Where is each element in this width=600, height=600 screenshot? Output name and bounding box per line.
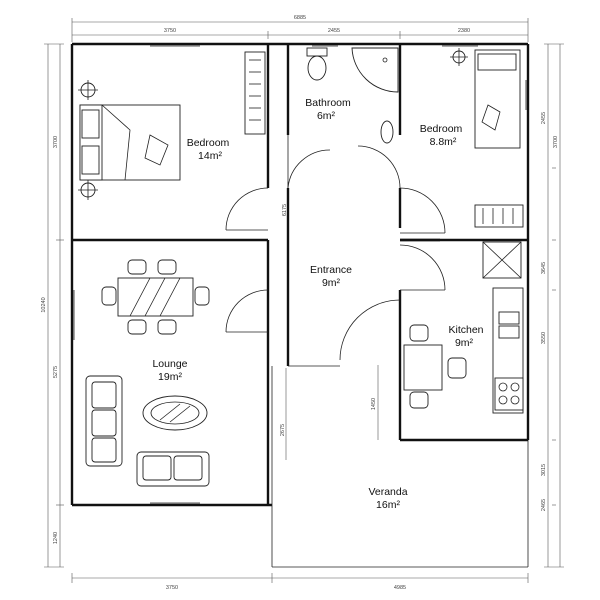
room-bedroom-main-name: Bedroom — [187, 137, 230, 149]
dim-top-mid: 2455 — [328, 28, 340, 34]
dining-table — [101, 259, 210, 335]
room-bedroom-small-area: 8.8m² — [430, 136, 457, 148]
dim-kitchen-step: 1450 — [371, 398, 377, 410]
room-kitchen-area: 9m² — [455, 337, 474, 349]
dim-right-c: 3645 — [541, 262, 547, 274]
room-entrance-area: 9m² — [322, 277, 341, 289]
toilet-icon — [306, 47, 328, 81]
room-bedroom-main-area: 14m² — [198, 150, 222, 162]
wardrobe — [244, 51, 266, 135]
dim-right-e: 3015 — [541, 464, 547, 476]
fridge-icon — [482, 241, 522, 279]
dimension-labels: 6885 3750 2455 2380 3750 4985 10240 3700… — [41, 15, 559, 591]
dim-left-upper: 3700 — [53, 136, 59, 148]
nightstand-icon — [78, 80, 98, 200]
dim-top-right: 2380 — [458, 28, 470, 34]
room-entrance-name: Entrance — [310, 264, 352, 276]
room-lounge-area: 19m² — [158, 371, 182, 383]
dim-top-total: 6885 — [294, 15, 306, 21]
dim-top-left: 3750 — [164, 28, 176, 34]
room-lounge-name: Lounge — [152, 358, 187, 370]
dimension-lines — [44, 18, 564, 583]
room-kitchen-name: Kitchen — [448, 324, 483, 336]
dim-right-b: 3700 — [553, 136, 559, 148]
wardrobe — [474, 204, 524, 228]
dim-entrance-height: 6175 — [282, 204, 288, 216]
sink-icon — [380, 120, 394, 144]
dim-right-f: 2465 — [541, 499, 547, 511]
dim-right-d: 3550 — [541, 332, 547, 344]
walls — [70, 42, 530, 568]
room-labels: Bedroom 14m² Bathroom 6m² Bedroom 8.8m² … — [152, 97, 483, 511]
dim-left-lower: 5275 — [53, 366, 59, 378]
room-veranda-name: Veranda — [368, 486, 407, 498]
room-veranda-area: 16m² — [376, 499, 400, 511]
room-bathroom-area: 6m² — [317, 110, 336, 122]
room-bathroom-name: Bathroom — [305, 97, 351, 109]
bed-small — [474, 49, 521, 149]
room-bedroom-small-name: Bedroom — [420, 123, 463, 135]
nightstand-icon — [450, 48, 468, 66]
dim-bottom-right: 4985 — [394, 585, 406, 591]
kitchen-table — [403, 324, 467, 409]
dim-veranda-height: 2675 — [280, 424, 286, 436]
dim-left-total: 10240 — [41, 297, 47, 312]
coffee-table — [142, 395, 208, 431]
dim-right-a: 2455 — [541, 112, 547, 124]
kitchen-sink-icon — [498, 311, 520, 339]
bed-main — [79, 104, 181, 181]
doors — [225, 135, 446, 367]
sofa-icon — [85, 375, 210, 487]
dim-left-bottom: 1240 — [53, 532, 59, 544]
shower-icon — [351, 47, 399, 93]
stove-icon — [494, 377, 524, 411]
dim-bottom-left: 3750 — [166, 585, 178, 591]
